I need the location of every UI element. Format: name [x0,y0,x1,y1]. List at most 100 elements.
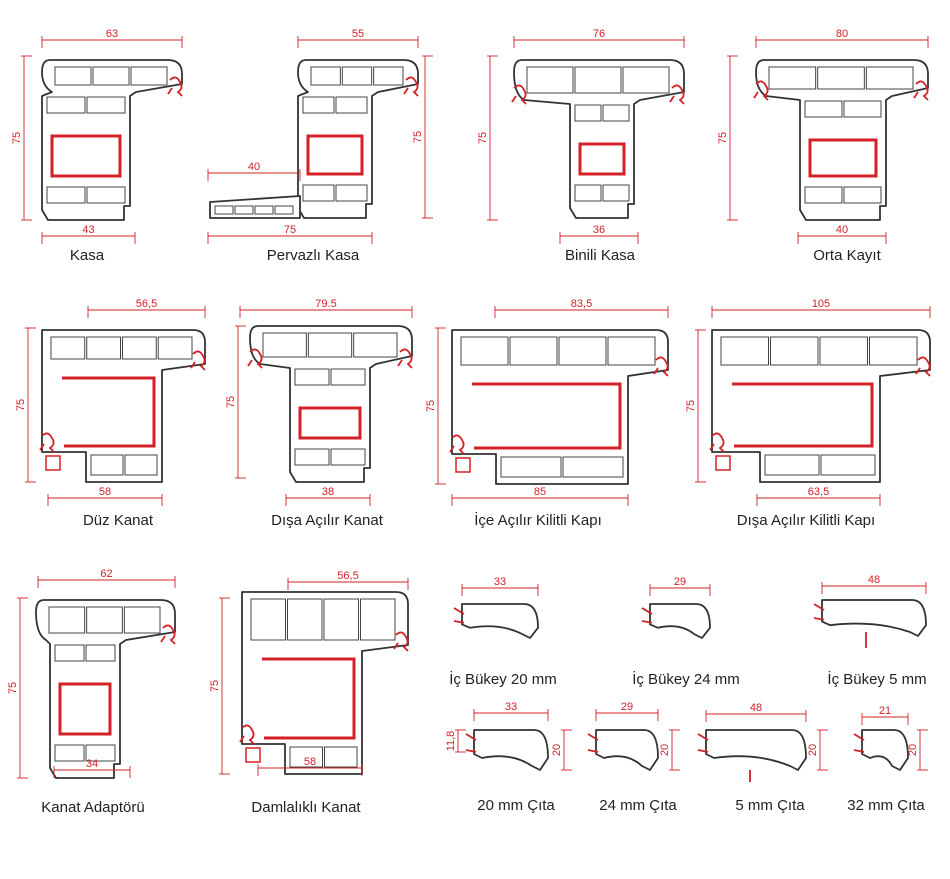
dim-binili-height-value: 75 [477,132,489,144]
lip-seal-upper [465,733,477,741]
label-disa-acilir-kanat: Dışa Açılır Kanat [271,512,383,529]
gasket-right [167,76,183,97]
lower-chamber [804,186,843,204]
flange-chamber [214,205,234,215]
dim-pervazli-bottom-value: 75 [284,224,296,236]
glazing-bead-seat [455,457,471,473]
dim-cita5-side-value: 20 [807,744,819,756]
cap-chamber [819,336,868,366]
dim-disa-kapi-top-value: 105 [812,298,830,310]
dim-adaptor-top-value: 62 [100,568,112,580]
lower-chamber [335,184,368,202]
dim-adaptor-bottom-value: 34 [86,758,98,770]
cap-chamber [607,336,656,366]
lower-chamber [46,186,86,204]
cap-chamber [287,598,323,641]
cap-chamber [341,66,373,86]
cap-chamber [574,66,622,94]
cap-chamber [526,66,574,94]
cap-chamber [86,336,121,360]
label-disa-acilir-kilitli-kapi: Dışa Açılır Kilitli Kapı [736,512,876,529]
steel-reinforcement [262,657,356,740]
gasket-right [160,624,176,645]
glazing-bead-seat [245,747,261,763]
dim-orta-height-value: 75 [717,132,729,144]
dim-pervazli-height-value: 75 [412,131,424,143]
cap-chamber [360,598,396,641]
cap-chamber [48,606,86,634]
lower-chamber [602,184,630,202]
profile-outline [861,729,909,771]
cap-chamber [262,332,307,358]
upper-chamber [85,644,116,662]
profile-outline [473,729,549,771]
steel-reinforcement [58,682,112,736]
base-chamber [500,456,562,478]
label-cita-20: 20 mm Çıta [477,797,555,814]
cap-chamber [373,66,404,86]
lip-seal-upper [697,733,709,741]
dim-cita20-top-value: 33 [505,701,517,713]
dim-cita32-top-value: 21 [879,705,891,717]
gasket-bottom [449,434,465,455]
lip-seal-upper [853,733,865,741]
gasket-bottom [39,432,55,453]
lip-seal-upper [587,733,599,741]
upper-chamber [86,96,126,114]
cap-chamber [310,66,341,86]
upper-chamber [804,100,843,118]
lip-seal-lower [465,749,477,753]
dim-duz-bottom-value: 58 [99,486,111,498]
profile-binili-kasa: 76 75 36 [477,28,685,244]
profile-outline [513,59,685,219]
dim-disa-kanat-top-value: 79.5 [315,298,336,310]
upper-chamber [46,96,86,114]
steel-reinforcement [62,376,156,448]
upper-chamber [335,96,368,114]
steel-reinforcement [306,134,364,176]
gasket-left [511,84,527,105]
dim-duz-top-value: 56,5 [136,298,157,310]
lower-chamber [302,184,335,202]
dim-bukey20-top-value: 33 [494,576,506,588]
dim-binili-top-value: 76 [593,28,605,40]
steel-reinforcement [298,406,362,440]
cap-chamber [622,66,670,94]
profile-outline [249,325,413,483]
lower-chamber [330,448,366,466]
upper-chamber [574,104,602,122]
dim-disa-kapi-height-value: 75 [685,400,697,412]
gasket-right [403,76,419,97]
cap-chamber [460,336,509,366]
label-ic-bukey-5: İç Bükey 5 mm [827,671,927,688]
base-chamber [289,746,323,768]
gasket-bottom [709,432,725,453]
steel-reinforcement [732,382,874,448]
label-cita-24: 24 mm Çıta [599,797,677,814]
dim-binili-bottom-value: 36 [593,224,605,236]
glazing-bead-seat [45,455,61,471]
base-chamber [124,454,158,476]
lower-chamber [294,448,330,466]
cap-chamber [123,606,161,634]
cap-chamber [92,66,130,86]
label-kasa: Kasa [69,247,105,264]
cap-chamber [720,336,769,366]
profile-outline [451,329,669,485]
lip-seal-lower [853,749,865,753]
gasket-right [669,84,685,105]
dim-cita24-side-value: 20 [659,744,671,756]
lower-chamber [574,184,602,202]
label-kanat-adaptoru: Kanat Adaptörü [41,799,145,816]
steel-reinforcement [808,138,878,178]
dim-disa-kapi-bottom-value: 63,5 [808,486,829,498]
lip-seal-upper [641,607,653,615]
steel-reinforcement [50,134,122,178]
gasket-top [915,356,931,377]
dim-damla-bottom-value: 58 [304,756,316,768]
cap-chamber [353,332,398,358]
